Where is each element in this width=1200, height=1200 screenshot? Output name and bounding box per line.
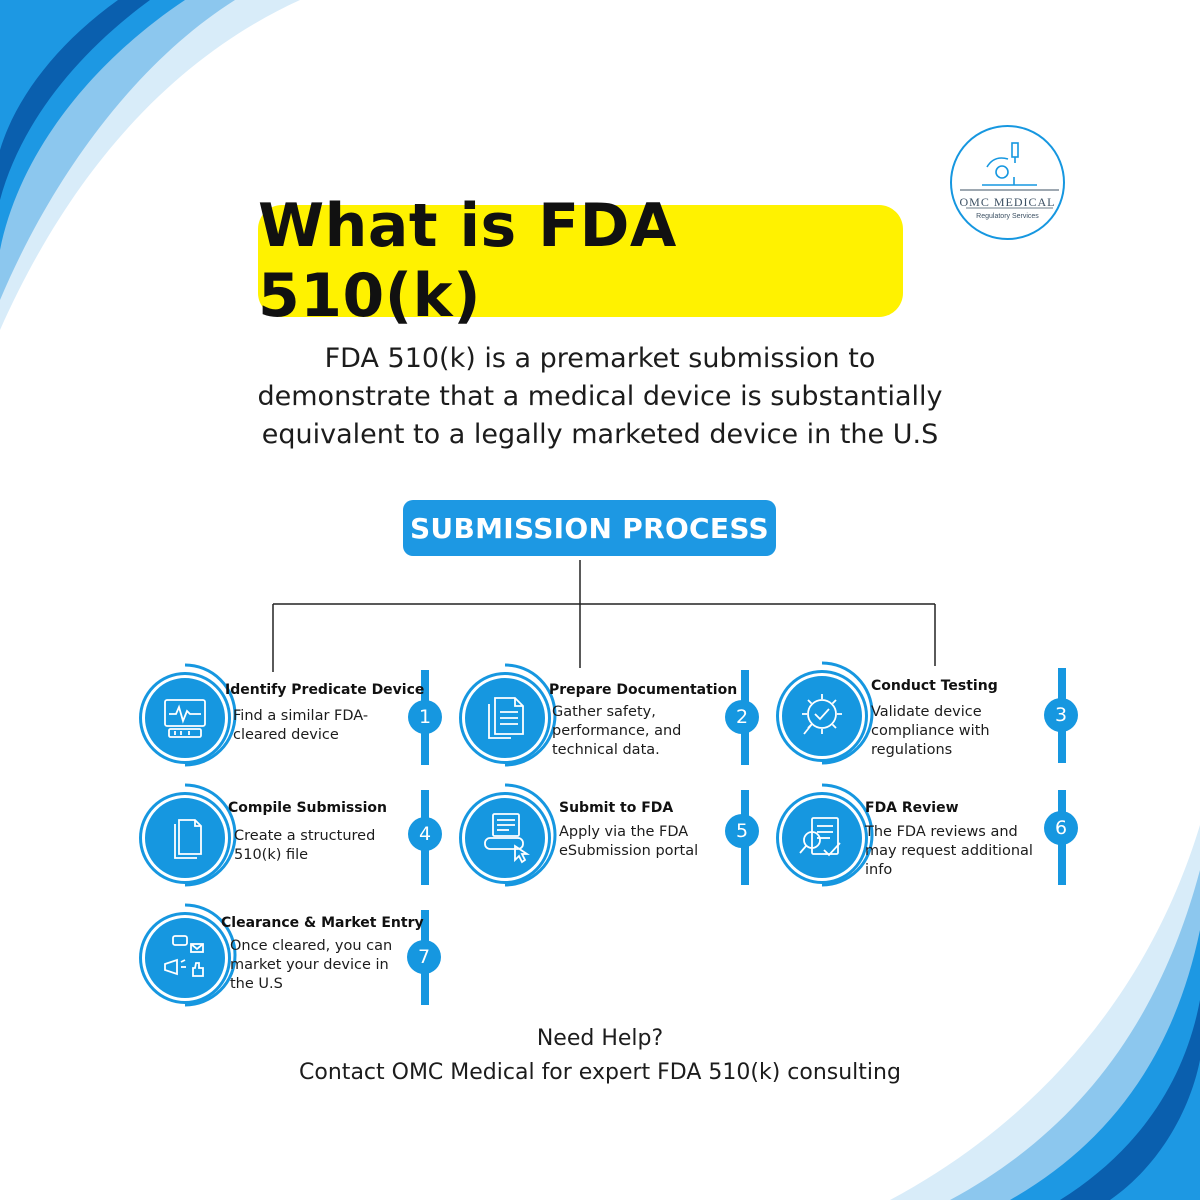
step-title: FDA Review <box>865 800 959 816</box>
step-description: Apply via the FDA eSubmission portal <box>559 824 699 859</box>
file-icon <box>174 819 202 859</box>
footer-contact: Contact OMC Medical for expert FDA 510(k… <box>299 1060 901 1085</box>
process-header: SUBMISSION PROCESS <box>403 500 776 556</box>
step-description: Find a similar FDA-cleared device <box>233 708 369 743</box>
step-number: 7 <box>407 940 441 974</box>
step-icon-circle <box>779 795 865 881</box>
step-arc <box>504 663 557 767</box>
step-description: The FDA reviews and may request addition… <box>865 824 1033 878</box>
monitor-icon <box>164 699 206 738</box>
step-number: 6 <box>1044 811 1078 845</box>
step-icon-circle <box>462 795 548 881</box>
intro-text: FDA 510(k) is a premarket submission to … <box>160 340 1040 454</box>
page-title: What is FDA 510(k) <box>258 191 677 331</box>
process-title: SUBMISSION PROCESS <box>409 511 770 545</box>
step-number: 5 <box>725 814 759 848</box>
intro-line: demonstrate that a medical device is sub… <box>257 381 943 412</box>
step-icon-circle <box>142 795 228 881</box>
step-arc <box>821 783 874 887</box>
step-description: Once cleared, you can market your device… <box>230 938 393 992</box>
documents-icon <box>488 697 524 739</box>
step-arc <box>184 663 237 767</box>
step-title: Submit to FDA <box>559 800 674 816</box>
step-arc <box>184 903 237 1007</box>
footer-help: Need Help? <box>536 1026 664 1051</box>
megaphone-icon <box>164 935 204 977</box>
step-number: 1 <box>408 700 442 734</box>
step-icon-circle <box>779 673 865 759</box>
brand-subtitle: Regulatory Services <box>976 213 1039 220</box>
review-checklist-icon <box>799 817 841 857</box>
step-arc <box>821 661 874 765</box>
step-icon-circle <box>462 675 548 761</box>
step-number: 2 <box>725 700 759 734</box>
step-description: Validate device compliance with regulati… <box>871 704 990 758</box>
step-arc <box>184 783 237 887</box>
omc-medical-logo: OMC MEDICAL Regulatory Services <box>950 125 1065 240</box>
step-title: Prepare Documentation <box>549 682 738 698</box>
brand-name: OMC MEDICAL <box>959 195 1056 209</box>
step-number: 3 <box>1044 698 1078 732</box>
step-arc <box>504 783 557 887</box>
step-title: Identify Predicate Device <box>225 682 425 698</box>
footer-cta: Need Help? Contact OMC Medical for exper… <box>200 1022 1000 1090</box>
intro-line: FDA 510(k) is a premarket submission to <box>324 343 876 374</box>
step-title: Compile Submission <box>228 800 387 816</box>
intro-line: equivalent to a legally marketed device … <box>261 419 939 450</box>
gear-check-icon <box>802 694 842 735</box>
submit-click-icon <box>484 813 530 864</box>
title-banner: What is FDA 510(k) <box>258 191 903 331</box>
microscope-icon <box>960 142 1059 209</box>
step-description: Gather safety, performance, and technica… <box>552 704 682 758</box>
step-icon-circle <box>142 915 228 1001</box>
step-number: 4 <box>408 817 442 851</box>
step-title: Conduct Testing <box>871 678 998 694</box>
step-title: Clearance & Market Entry <box>221 915 424 931</box>
step-icon-circle <box>142 675 228 761</box>
step-description: Create a structured 510(k) file <box>234 828 376 863</box>
